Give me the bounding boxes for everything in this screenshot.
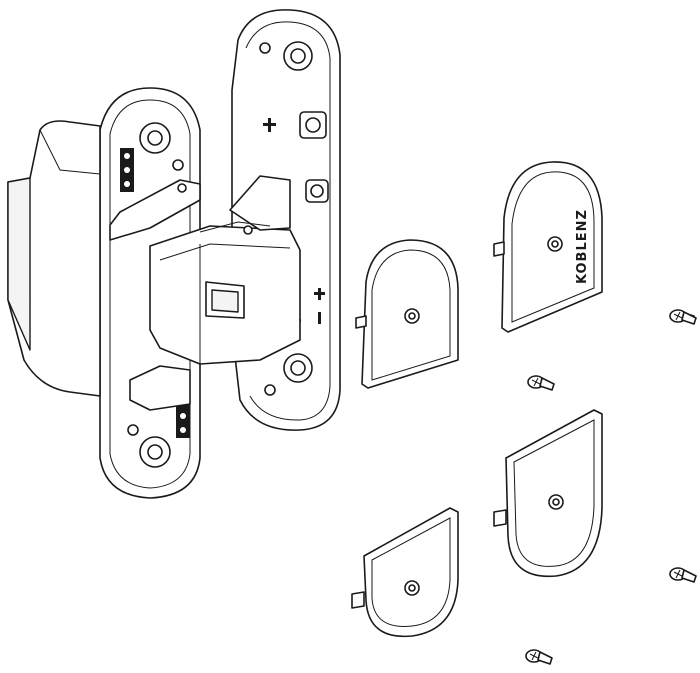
cover-cap-bottom-left xyxy=(351,507,459,638)
hinge-link-arms xyxy=(109,175,301,411)
cover-cap-bottom-right xyxy=(493,409,603,578)
screw-bottom-right xyxy=(669,567,697,583)
screw-middle xyxy=(527,375,555,391)
cover-cap-top-left xyxy=(355,239,459,389)
brand-logo-text: KOBLENZ xyxy=(575,209,590,284)
hinge-body-housing xyxy=(7,120,101,397)
screw-bottom xyxy=(525,649,553,665)
concealed-hinge-assembly xyxy=(7,9,341,499)
cover-cap-top-right-branded: KOBLENZ xyxy=(493,161,603,333)
screw-top-right xyxy=(669,309,697,325)
